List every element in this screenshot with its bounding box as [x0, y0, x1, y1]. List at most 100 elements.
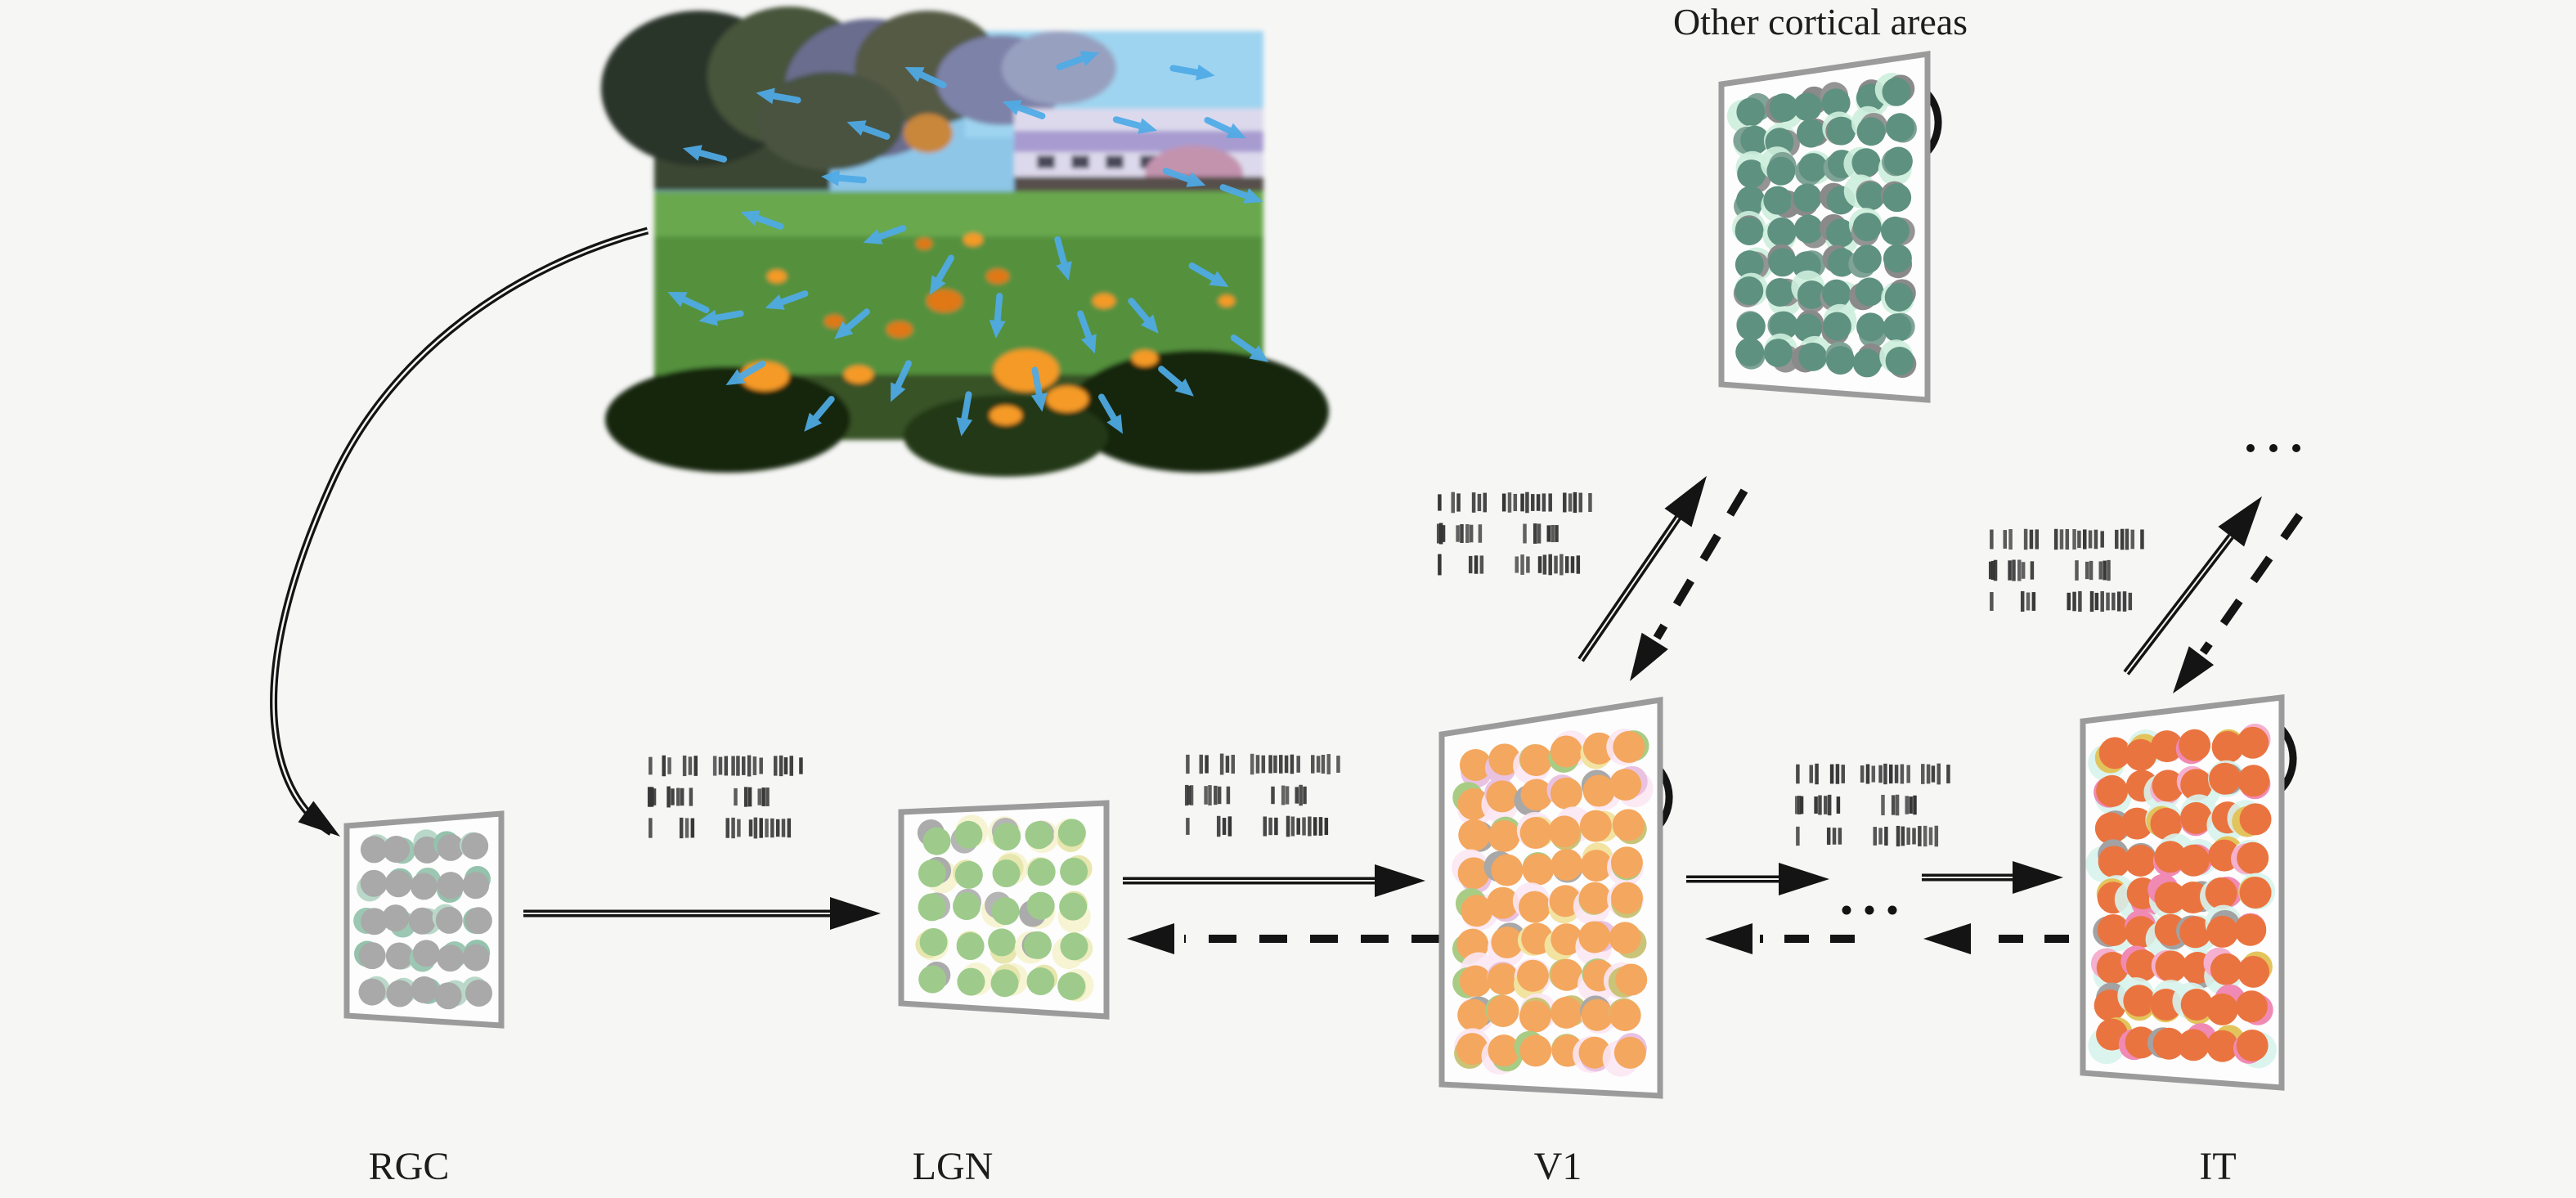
photo-window	[1106, 155, 1124, 168]
arrowhead	[1630, 632, 1668, 681]
flow-arrow-icon	[1128, 298, 1159, 334]
neuron	[1550, 735, 1582, 768]
arrowhead	[1664, 476, 1707, 527]
neuron	[2180, 988, 2213, 1021]
arrowhead	[2013, 861, 2063, 894]
spike-tick	[753, 817, 758, 839]
spike-tick	[690, 818, 695, 838]
spike-tick	[1226, 786, 1231, 805]
spike-tick	[1184, 784, 1189, 806]
neuron	[410, 873, 438, 900]
neural-panels	[343, 50, 2285, 1099]
arrow-it-to-dots-feedback	[1923, 923, 2069, 954]
neuron	[1522, 853, 1555, 886]
spike-tick	[689, 787, 693, 806]
flow-arrow-icon	[1112, 116, 1158, 134]
flow-arrow-icon	[698, 309, 744, 326]
neuron	[358, 942, 386, 970]
spike-tick	[783, 757, 788, 774]
photo-flower	[963, 233, 983, 246]
spike-tick	[2059, 529, 2064, 550]
neuron	[1825, 346, 1855, 375]
neuron	[2206, 993, 2238, 1025]
spike-tick	[747, 787, 752, 807]
spike-tick	[1576, 555, 1581, 574]
spike-tick	[712, 756, 717, 776]
neuron	[918, 893, 946, 922]
photo-flower	[1132, 350, 1158, 366]
spike-tick	[1208, 785, 1212, 805]
neuron	[1740, 125, 1770, 155]
neuron	[2179, 729, 2211, 761]
spike-tick	[1537, 523, 1542, 544]
spike-tick	[1546, 525, 1551, 542]
spike-tick	[2029, 529, 2034, 550]
flow-arrow-icon	[834, 308, 870, 339]
arrow-v1-to-dots	[1686, 863, 1829, 895]
neuron	[2150, 807, 2183, 840]
spike-tick	[1284, 755, 1289, 774]
spike-tick	[770, 818, 774, 838]
spike-tick	[1273, 755, 1277, 774]
neuron	[361, 908, 388, 936]
neuron	[1550, 996, 1582, 1029]
neuron	[2206, 915, 2239, 948]
neuron	[918, 859, 946, 888]
neuron	[1486, 780, 1519, 813]
neuron	[957, 967, 985, 996]
neuron	[2177, 844, 2210, 877]
spike-tick	[2125, 528, 2129, 550]
spike-tick	[1311, 755, 1315, 774]
neuron	[2180, 769, 2213, 801]
neuron	[1057, 819, 1086, 847]
neuron	[1520, 778, 1553, 811]
spike-tick	[1477, 493, 1482, 512]
spike-tick	[1222, 818, 1227, 835]
spike-tick	[1268, 755, 1272, 774]
spike-tick	[2107, 559, 2111, 581]
neuron	[1612, 809, 1645, 841]
ellipsis-higher	[2246, 444, 2300, 452]
neuron	[437, 872, 464, 900]
spike-tick	[1564, 556, 1569, 573]
spike-tick	[1468, 555, 1473, 574]
arrowhead	[1705, 923, 1752, 954]
neuron	[1027, 858, 1056, 886]
spike-tick	[1285, 786, 1290, 805]
spike-tick	[1836, 796, 1841, 814]
neuron	[922, 827, 951, 855]
photo-flower	[990, 406, 1022, 425]
flow-arrow-icon	[1230, 334, 1269, 362]
arrow-rgc-to-lgn	[523, 897, 881, 930]
photo-flower	[1093, 294, 1115, 308]
panel-rgc	[343, 810, 505, 1029]
neuron	[1768, 248, 1797, 277]
spike-tick	[734, 787, 738, 806]
arrowhead	[2218, 496, 2262, 547]
spike-tick	[2122, 591, 2127, 612]
spike-tick	[1906, 765, 1910, 783]
spike-tick	[680, 787, 684, 806]
spike-tick	[1588, 492, 1592, 513]
spike-tick	[1551, 524, 1555, 543]
spike-tick	[1896, 825, 1901, 847]
spike-tick	[789, 756, 793, 776]
neuron	[1798, 153, 1828, 182]
spike-tick	[2031, 592, 2036, 611]
neuron	[1763, 186, 1793, 215]
dashed-shaft	[1653, 488, 1748, 640]
spike-tick	[1542, 554, 1547, 575]
spike-tick	[1263, 816, 1267, 837]
neuron	[1457, 857, 1490, 890]
neuron	[1487, 886, 1519, 919]
neuron	[1609, 998, 1641, 1031]
spike-tick	[652, 788, 657, 805]
spike-tick	[1923, 825, 1928, 847]
spike-tick	[1187, 785, 1192, 805]
neuron	[2124, 845, 2156, 877]
spikes-lgn-v1	[1184, 753, 1340, 837]
arrow-dots-to-v1-feedback	[1705, 923, 1855, 954]
neuron	[1457, 998, 1490, 1031]
spike-tick	[1219, 753, 1224, 775]
spike-tick	[2115, 529, 2119, 550]
